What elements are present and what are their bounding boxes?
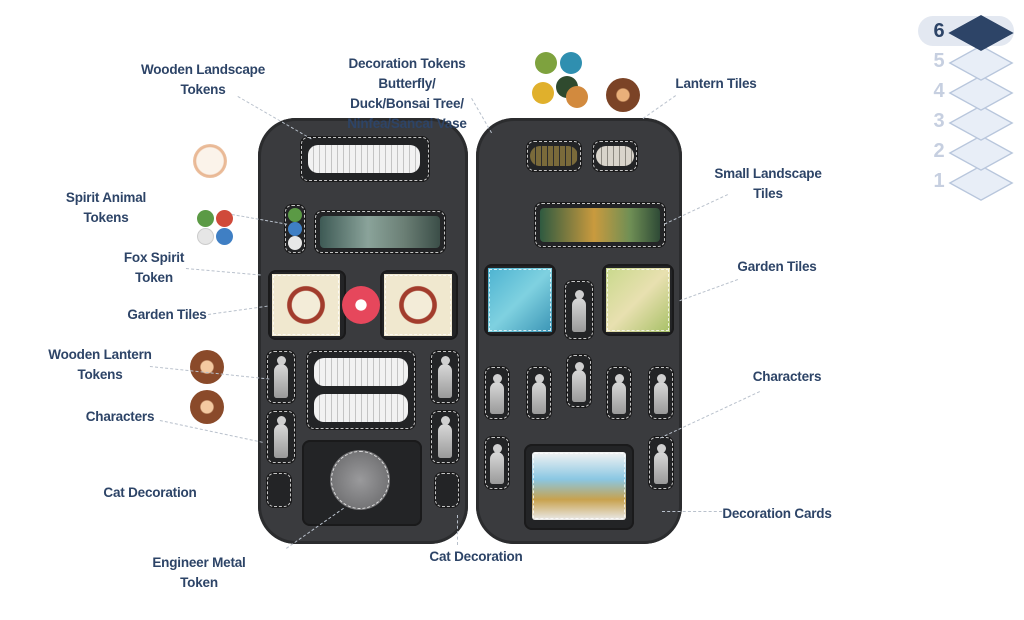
character-slot-l1 (266, 350, 296, 404)
decoration-token-duck (560, 52, 582, 74)
layer-indicator: 6 5 4 3 2 1 (914, 12, 1014, 202)
spirit-token-blue (288, 222, 302, 236)
character-slot-row-3 (566, 354, 592, 408)
garden-tile-slot-left (268, 270, 346, 340)
small-landscape-tile-image-2 (540, 208, 660, 242)
garden-tile-slot-right (380, 270, 458, 340)
decoration-token-slot (526, 140, 582, 172)
character-figure (274, 356, 288, 398)
garden-tile-slot-blue (484, 264, 556, 336)
engineer-token-slot (302, 440, 422, 526)
leader-line (457, 515, 458, 545)
wooden-lantern-token-loose-1 (190, 350, 224, 384)
left-tray (258, 118, 468, 544)
label-cat-decoration-bottom: Cat Decoration (429, 549, 523, 564)
label-engineer-metal-token: Engineer Metal Token (152, 555, 246, 590)
character-slot-bottom-left (484, 436, 510, 490)
spirit-token-white-loose (197, 228, 214, 245)
wooden-landscape-token-loose (193, 144, 227, 178)
small-landscape-slot-right (534, 202, 666, 248)
character-slot-r1 (430, 350, 460, 404)
spirit-animal-slot (284, 204, 306, 254)
spirit-token-green-loose (197, 210, 214, 227)
label-wooden-landscape-tokens: Wooden Landscape Tokens (140, 62, 266, 97)
leader-line (679, 279, 738, 302)
character-figure (274, 416, 288, 458)
layer-number-6[interactable]: 6 (933, 20, 945, 42)
label-garden-tiles-right: Garden Tiles (737, 259, 817, 274)
label-lantern-tiles: Lantern Tiles (675, 76, 757, 91)
garden-tile-slot-green (602, 264, 674, 336)
label-decoration-tokens: Decoration Tokens Butterfly/ Duck/Bonsai… (347, 56, 467, 131)
character-figure (438, 356, 452, 398)
label-wooden-lantern-tokens: Wooden Lantern Tokens (48, 347, 152, 382)
layer-number-1[interactable]: 1 (933, 170, 945, 192)
spirit-token-green (288, 208, 302, 222)
wooden-landscape-slot (300, 136, 430, 182)
garden-tile-green (606, 268, 670, 332)
character-slot-row-4 (606, 366, 632, 420)
small-landscape-slot-left (314, 210, 446, 254)
wooden-landscape-token-stack (308, 145, 420, 173)
cat-slot-left (266, 472, 292, 508)
layer-number-5[interactable]: 5 (933, 50, 945, 72)
character-slot-row-5 (648, 366, 674, 420)
label-characters-right: Characters (752, 369, 822, 384)
character-figure (654, 444, 668, 484)
engineer-metal-token (330, 450, 390, 510)
label-characters-left: Characters (85, 409, 155, 424)
leader-line (662, 511, 722, 512)
label-small-landscape-tiles: Small Landscape Tiles (714, 166, 822, 201)
fox-spirit-token (342, 286, 380, 324)
wooden-lantern-stack-1 (314, 358, 408, 386)
character-figure (572, 362, 586, 402)
decoration-card (532, 452, 626, 520)
character-slot-bottom-right (648, 436, 674, 490)
character-slot-r2 (430, 410, 460, 464)
label-cat-decoration-left: Cat Decoration (103, 485, 197, 500)
character-figure (438, 416, 452, 458)
character-figure (654, 374, 668, 414)
decoration-card-slot (524, 444, 634, 530)
label-spirit-animal-tokens: Spirit Animal Tokens (65, 190, 147, 225)
wooden-lantern-slot (306, 350, 416, 430)
spirit-token-blue-loose (216, 228, 233, 245)
small-landscape-tile-image (320, 216, 440, 248)
label-fox-spirit-token: Fox Spirit Token (123, 250, 185, 285)
character-slot-l2 (266, 410, 296, 464)
layer-number-2[interactable]: 2 (933, 140, 945, 162)
lantern-tile-loose (606, 78, 640, 112)
spirit-token-red-loose (216, 210, 233, 227)
decoration-token-bonsai (532, 82, 554, 104)
spirit-token-white (288, 236, 302, 250)
wooden-lantern-stack-2 (314, 394, 408, 422)
character-figure (490, 444, 504, 484)
character-slot-row-1 (484, 366, 510, 420)
decoration-token-stack (530, 146, 578, 166)
character-figure (572, 290, 586, 332)
garden-tile-red-2 (384, 274, 452, 336)
garden-tile-red (272, 274, 340, 336)
layer-number-3[interactable]: 3 (933, 110, 945, 132)
garden-tile-blue (488, 268, 552, 332)
character-slot-center (564, 280, 594, 340)
lantern-tile-slot (592, 140, 638, 172)
label-garden-tiles-left: Garden Tiles (127, 307, 207, 322)
layer-number-4[interactable]: 4 (933, 80, 945, 102)
label-decoration-cards: Decoration Cards (722, 506, 832, 521)
character-slot-row-2 (526, 366, 552, 420)
decoration-token-vase (566, 86, 588, 108)
character-figure (532, 374, 546, 414)
right-tray (476, 118, 682, 544)
wooden-lantern-token-loose-2 (190, 390, 224, 424)
cat-slot-right (434, 472, 460, 508)
leader-line (642, 95, 676, 119)
character-figure (612, 374, 626, 414)
decoration-token-butterfly (535, 52, 557, 74)
lantern-tile-stack (596, 146, 634, 166)
character-figure (490, 374, 504, 414)
leader-line (185, 268, 261, 276)
